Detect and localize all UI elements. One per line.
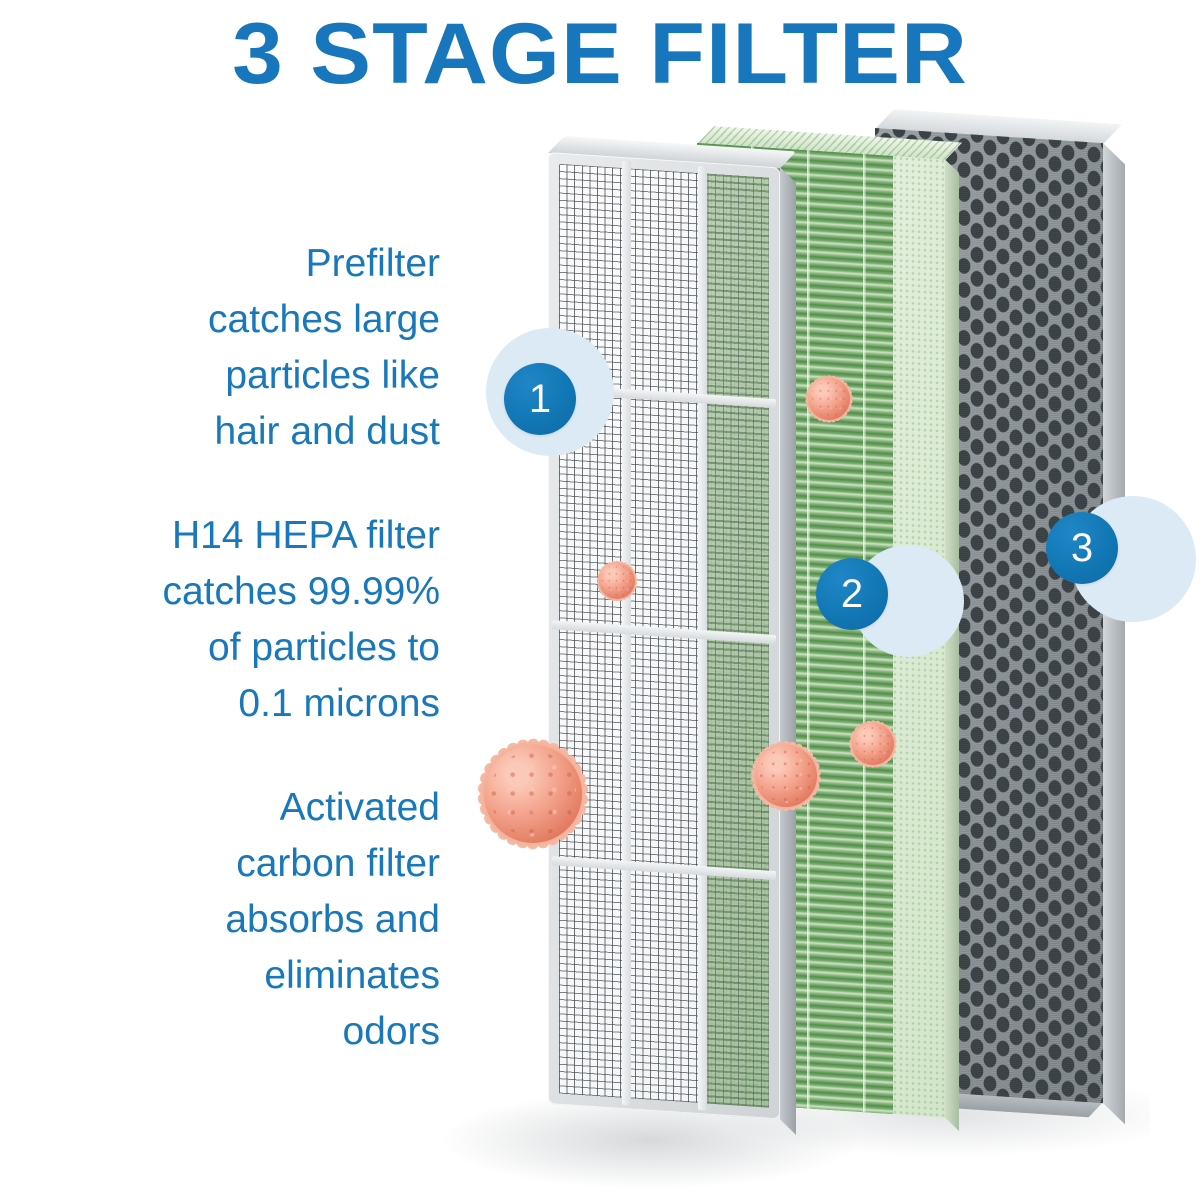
airborne-particle — [596, 560, 638, 602]
description-line: Activated — [279, 786, 440, 829]
description-line: catches large — [208, 298, 440, 341]
particle-texture — [601, 565, 633, 597]
particle-texture — [758, 748, 814, 804]
particle-texture — [810, 380, 848, 418]
description-line: catches 99.99% — [162, 570, 440, 613]
description-prefilter: Prefilter catches large particles like h… — [20, 236, 440, 460]
airborne-particle — [805, 375, 853, 423]
airborne-particle — [849, 720, 897, 768]
badge-number-2[interactable]: 2 — [816, 558, 888, 630]
carbon-side-face — [1103, 143, 1125, 1125]
particle-texture — [489, 750, 577, 838]
description-hepa: H14 HEPA filter catches 99.99% of partic… — [20, 508, 440, 732]
badge-number-1[interactable]: 1 — [504, 363, 576, 435]
prefilter-panel — [548, 136, 797, 1135]
description-carbon: Activated carbon filter absorbs and elim… — [20, 780, 440, 1060]
prefilter-side-face — [780, 167, 796, 1135]
description-line: odors — [342, 1010, 440, 1053]
particle-texture — [854, 725, 892, 763]
description-line: 0.1 microns — [238, 682, 440, 725]
description-line: absorbs and — [225, 898, 440, 941]
badge-number-3[interactable]: 3 — [1046, 512, 1118, 584]
description-line: hair and dust — [214, 410, 441, 453]
description-line: carbon filter — [236, 842, 440, 885]
description-line: particles like — [225, 354, 440, 397]
description-line: Prefilter — [305, 242, 440, 285]
hepa-side-face — [945, 159, 959, 1132]
hepa-pleat-seam — [807, 150, 810, 1109]
airborne-particle-large — [477, 738, 589, 850]
description-line: eliminates — [264, 954, 440, 997]
airborne-particle — [750, 740, 822, 812]
description-line: H14 HEPA filter — [171, 514, 440, 557]
page-title: 3 STAGE FILTER — [232, 6, 968, 102]
description-line: of particles to — [208, 626, 440, 669]
